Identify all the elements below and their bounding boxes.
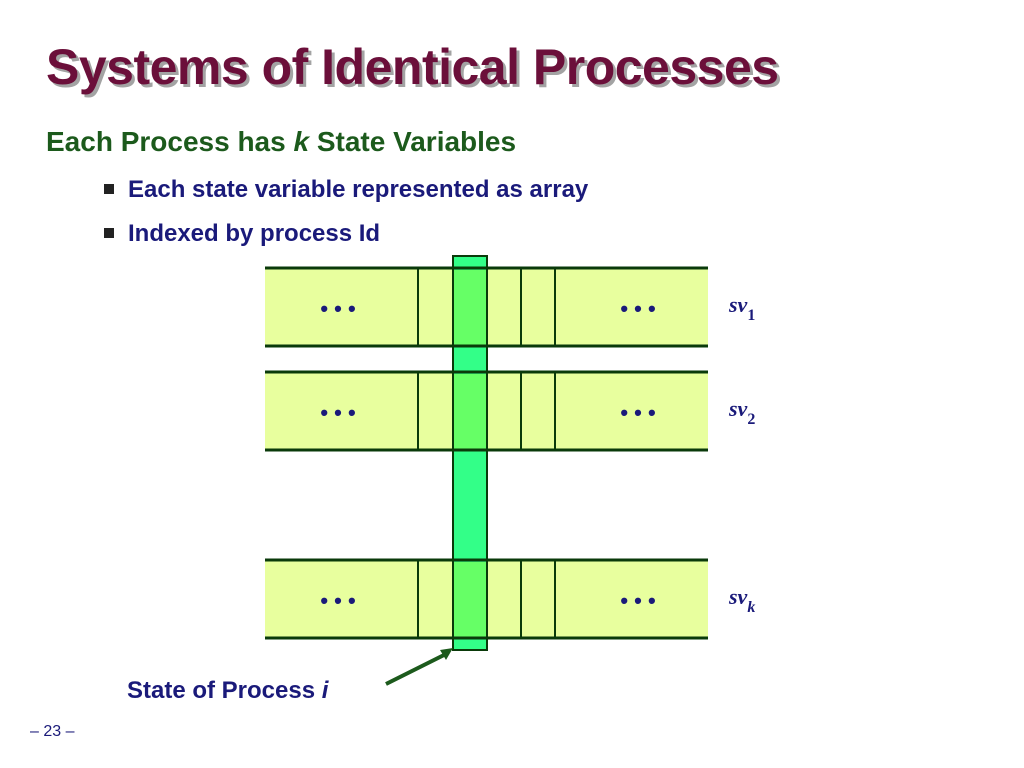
bullet-text: Indexed by process Id — [128, 220, 381, 247]
caption-text: State of Process — [127, 677, 322, 704]
array-row-sv2: • • • • • • sv2 — [265, 370, 755, 452]
ellipsis-left: • • • — [320, 296, 355, 321]
ellipsis-left: • • • — [320, 400, 355, 425]
pointer-arrow — [385, 648, 453, 686]
bullet-list: Each state variable represented as array… — [104, 176, 588, 264]
process-cell-svk — [454, 562, 486, 637]
bullet-item: Each state variable represented as array — [104, 176, 588, 220]
slide-title: Systems of Identical Processes — [46, 39, 779, 95]
arrow-head-icon — [440, 648, 453, 660]
ellipsis-right: • • • — [620, 400, 655, 425]
ellipsis-right: • • • — [620, 296, 655, 321]
array-row-svk: • • • • • • svk — [265, 558, 755, 640]
caption-variable-i: i — [321, 677, 329, 704]
heading-prefix: Each Process has — [46, 126, 294, 157]
row-label-svk: svk — [728, 584, 755, 616]
process-column — [452, 255, 488, 651]
array-row-sv1: • • • • • • sv1 — [265, 266, 755, 348]
heading-suffix: State Variables — [309, 126, 517, 157]
bullet-text: Each state variable represented as array — [128, 176, 589, 203]
process-cell-sv2 — [454, 374, 486, 449]
process-caption: State of Process i — [127, 677, 328, 705]
bullet-item: Indexed by process Id — [104, 220, 588, 264]
heading-variable-k: k — [293, 126, 310, 157]
square-bullet-icon — [104, 228, 114, 238]
section-heading: Each Process has k State Variables — [46, 126, 516, 158]
square-bullet-icon — [104, 184, 114, 194]
row-label-sv1: sv1 — [728, 292, 755, 324]
arrow-shaft — [385, 653, 445, 686]
process-cell-sv1 — [454, 270, 486, 345]
row-label-sv2: sv2 — [728, 396, 755, 428]
ellipsis-left: • • • — [320, 588, 355, 613]
ellipsis-right: • • • — [620, 588, 655, 613]
page-number: – 23 – — [30, 723, 75, 740]
